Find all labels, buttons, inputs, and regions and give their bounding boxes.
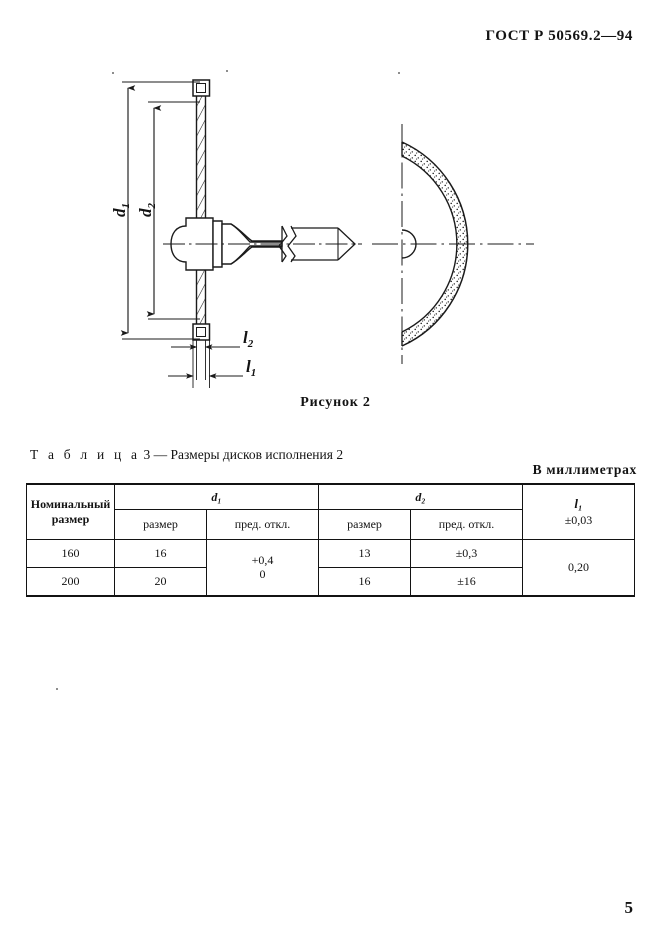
table-row: 160 16 +0,4 0 13 ±0,3 0,20 xyxy=(26,539,635,597)
dimension-d2 xyxy=(146,101,200,320)
cell-d1-size: 20 xyxy=(114,567,207,596)
right-half-view xyxy=(372,124,534,364)
cell-d2-deviation: ±16 xyxy=(410,567,523,596)
header-nominal-size: Номинальный размер xyxy=(26,484,115,540)
label-d1: d1 xyxy=(110,203,132,217)
header-l1-symbol: l₁ xyxy=(574,495,583,511)
table-header-row-1: Номинальный размер d₁ d₂ l₁ ±0,03 xyxy=(26,484,635,540)
scan-speck xyxy=(112,72,114,74)
disc-rim-top xyxy=(192,79,211,97)
cell-l1-value-merged: 0,20 xyxy=(522,539,635,597)
header-l1-tolerance: ±0,03 xyxy=(564,512,593,527)
cell-nominal-size: 160 xyxy=(26,539,115,568)
page-number: 5 xyxy=(624,898,634,917)
d1-deviation-lower: 0 xyxy=(259,566,266,581)
cell-nominal-size: 200 xyxy=(26,567,115,596)
label-l2: l2 xyxy=(243,328,254,350)
figure-caption: Рисунок 2 xyxy=(0,395,661,411)
scan-speck xyxy=(56,688,58,690)
dimension-d1 xyxy=(120,81,200,340)
d1-deviation-upper: +0,4 xyxy=(251,552,274,567)
header-d1-deviation: пред. откл. xyxy=(206,509,319,540)
cell-d2-size: 13 xyxy=(318,539,411,568)
table-header-row-2: размер пред. откл. размер пред. откл. xyxy=(27,509,635,540)
label-d2: d2 xyxy=(136,203,158,218)
header-group-d1: d₁ xyxy=(114,484,319,510)
cell-d1-deviation-merged: +0,4 0 xyxy=(206,539,319,597)
label-l1: l1 xyxy=(246,357,256,379)
table-caption-number: 3 xyxy=(143,447,151,462)
table-caption-dash: — xyxy=(153,447,168,462)
figure-svg: d1 d2 l2 l1 xyxy=(110,79,534,388)
table-row: 200 20 16 ±16 xyxy=(26,567,635,596)
scan-speck xyxy=(226,70,228,72)
shaft-break-symbol xyxy=(278,225,297,263)
dimensions-table-wrapper: Номинальный размер d₁ d₂ l₁ ±0,03 размер… xyxy=(26,483,635,597)
cell-d2-deviation: ±0,3 xyxy=(410,539,523,568)
figure-caption-text: Рисунок 2 xyxy=(300,395,371,410)
cell-d1-size: 16 xyxy=(114,539,207,568)
cell-d2-size: 16 xyxy=(318,567,411,596)
table-caption-title: Размеры дисков исполнения 2 xyxy=(170,447,344,462)
standard-number-header: ГОСТ Р 50569.2—94 xyxy=(485,28,633,44)
header-d1-size: размер xyxy=(114,509,207,540)
disc-rim-bottom xyxy=(192,323,211,341)
figure-2-drawing: d1 d2 l2 l1 xyxy=(0,58,661,388)
header-d2-deviation: пред. откл. xyxy=(410,509,523,540)
header-group-d2: d₂ xyxy=(318,484,523,510)
scan-speck xyxy=(398,72,400,74)
units-note: В миллиметрах xyxy=(532,462,637,477)
table-caption-label: Т а б л и ц а xyxy=(30,447,141,462)
disc-section-body xyxy=(195,82,207,340)
dimensions-table: Номинальный размер d₁ d₂ l₁ ±0,03 размер… xyxy=(26,483,635,597)
header-l1: l₁ ±0,03 xyxy=(522,484,635,540)
header-d2-size: размер xyxy=(318,509,411,540)
table-caption: Т а б л и ц а 3 — Размеры дисков исполне… xyxy=(30,447,343,463)
